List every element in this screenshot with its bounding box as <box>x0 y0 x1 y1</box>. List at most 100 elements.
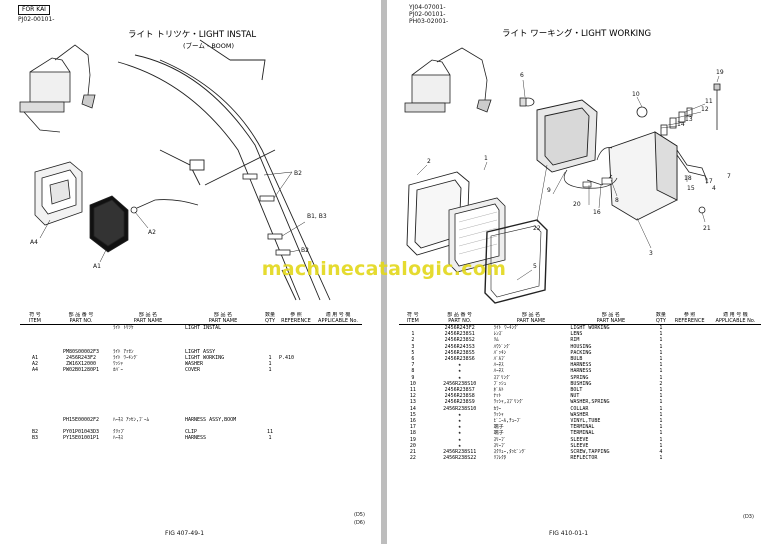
cell-part: ★ <box>458 368 462 375</box>
page-code-1: YJ04-07001- <box>409 4 446 11</box>
cell-part: PY15E01001P1 <box>62 435 100 442</box>
cell-ref <box>278 367 314 417</box>
cell-qty: 1 <box>659 343 663 350</box>
cell-jp: ﾊﾟｯｷﾝ <box>493 349 507 356</box>
light-instal-diagram: B2 B2 B1, B3 A2 A4 A1 <box>19 39 331 301</box>
cell-item: 20 <box>409 442 416 449</box>
label-20: 20 <box>573 201 581 208</box>
col-item-jp: 符 号 <box>29 312 41 318</box>
cell-qty: 1 <box>659 337 663 344</box>
cell-item: 21 <box>409 449 416 456</box>
cell-part: ★ <box>458 374 462 381</box>
cell-part: ★ <box>458 418 462 425</box>
label-13: 13 <box>685 116 693 123</box>
cell-qty: 1 <box>659 418 663 425</box>
cell-en: SLEEVE <box>570 442 589 449</box>
watermark: machinecatalogic.com <box>261 258 507 280</box>
cell-item: A2 <box>31 360 39 367</box>
cell-item: B2 <box>31 429 39 436</box>
cell-part: 2456R238S10 <box>443 380 477 387</box>
cell-en: BULB <box>570 356 583 363</box>
label-21: 21 <box>703 225 711 232</box>
cell-qty: 1 <box>659 411 663 418</box>
bulb <box>519 97 535 107</box>
cell-app <box>314 435 362 441</box>
cell-en: WASHER <box>185 360 204 367</box>
cell-part: ★ <box>458 442 462 449</box>
label-b2-bottom: B2 <box>301 247 309 254</box>
cell-item: 9 <box>411 374 415 381</box>
label-17: 17 <box>705 178 713 185</box>
cell-part: 2456R238S11 <box>443 449 477 456</box>
cell-item: B3 <box>31 435 39 442</box>
label-1: 1 <box>484 155 488 162</box>
cell-qty: 1 <box>659 387 663 394</box>
cell-jp: ｽﾌﾟﾘﾝｸﾞ <box>493 374 512 381</box>
cell-qty: 11 <box>266 429 274 436</box>
cell-jp: ﾊｰﾈｽ <box>493 362 504 369</box>
cell-part: ★ <box>458 424 462 431</box>
for-kai-tag: FOR KAI <box>18 5 50 15</box>
cell-en: BUSHING <box>570 380 592 387</box>
cell-item: 18 <box>409 430 416 437</box>
cell-jp: ﾗｲﾄ ﾜｰｷﾝｸﾞ <box>493 325 520 331</box>
cell-jp: ﾗｲﾄ ﾄﾘﾂｹ <box>113 325 134 331</box>
cell-qty <box>262 325 278 349</box>
label-8: 8 <box>615 197 619 204</box>
cell-qty: 1 <box>659 331 663 338</box>
cell-en: SCREW,TAPPING <box>570 449 610 456</box>
cell-item <box>399 325 427 332</box>
cell-item: 15 <box>409 411 416 418</box>
page-code-3: PH03-02001- <box>409 18 449 25</box>
col-item: ITEM <box>399 318 427 325</box>
cell-qty: 1 <box>659 393 663 400</box>
cell-part: 2456R243S3 <box>444 343 475 350</box>
label-16: 16 <box>593 209 601 216</box>
cell-jp: ｽﾘｰﾌﾞ <box>493 436 507 443</box>
cell-qty: 1 <box>659 405 663 412</box>
cell-en: LENS <box>570 331 583 338</box>
cell-part: 2456R238S2 <box>444 337 475 344</box>
cell-jp: ﾜｯｼｬ,ｽﾌﾟﾘﾝｸﾞ <box>493 399 525 406</box>
corner-note-2: (D6) <box>354 520 365 526</box>
cell-part: PM80S00002F3 <box>62 348 100 355</box>
page-code: PJ02-00101- <box>18 16 55 23</box>
col-qty-jp: 数量 <box>655 312 666 318</box>
cell-jp: ｽﾘｰﾌﾞ <box>493 442 507 449</box>
cell-en: LIGHT WORKING <box>185 354 225 361</box>
col-item-jp: 符 号 <box>407 312 419 318</box>
light-working-diagram: 19 6 10 2 1 12 11 14 13 18 7 4 9 20 16 1… <box>404 47 731 304</box>
cell-qty: 1 <box>659 356 663 363</box>
label-11: 11 <box>705 98 713 105</box>
cell-part: 2456R238S22 <box>443 455 477 462</box>
cell-qty: 4 <box>659 449 663 456</box>
cell-qty: 1 <box>659 374 663 381</box>
cell-part: 2456R238S1 <box>444 331 475 338</box>
cell-qty: 1 <box>268 435 272 442</box>
col-partname2-jp: 部 品 名 <box>601 312 620 318</box>
cell-en: HARNESS ASSY,BOOM <box>185 417 237 424</box>
cell-jp: ﾊｰﾈｽ <box>493 368 504 375</box>
cell-jp: ｶﾊﾞｰ <box>113 367 124 374</box>
cell-en: TERMINAL <box>570 430 595 437</box>
label-5: 5 <box>533 263 537 270</box>
cell-qty: 1 <box>659 424 663 431</box>
excavator-thumbnail <box>404 47 492 113</box>
col-ref: REFERENCE <box>278 318 314 325</box>
label-2: 2 <box>427 158 431 165</box>
label-a4: A4 <box>30 239 38 246</box>
cell-part: PH15E00002F2 <box>62 417 100 424</box>
cell-jp: ﾊﾞﾙﾌﾞ <box>493 356 507 363</box>
figure-number: FIG 407-49-1 <box>165 530 205 537</box>
figure-number-right: FIG 410-01-1 <box>549 530 589 537</box>
cell-item: 13 <box>409 399 416 406</box>
